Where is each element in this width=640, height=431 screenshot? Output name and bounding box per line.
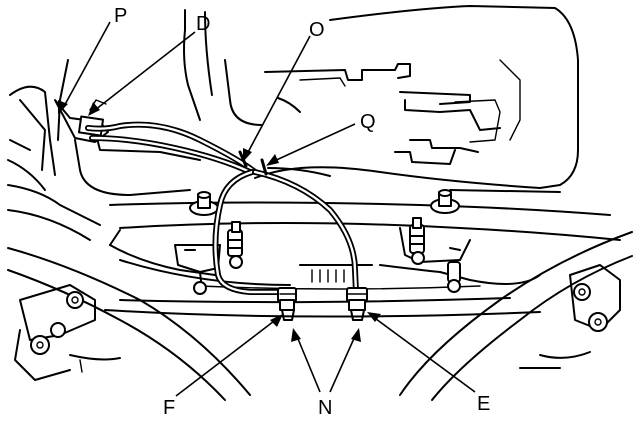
right-mount bbox=[399, 217, 471, 293]
connector-E bbox=[346, 287, 368, 321]
callout-label-Q: Q bbox=[360, 111, 376, 133]
connector-F bbox=[277, 287, 297, 321]
callout-leaders bbox=[58, 21, 476, 397]
callout-labels: P D O Q F N E bbox=[114, 5, 490, 419]
callout-label-E: E bbox=[477, 393, 490, 415]
left-mount bbox=[174, 221, 243, 295]
hose-assembly bbox=[85, 121, 359, 295]
callout-label-P: P bbox=[114, 5, 127, 27]
mount-bolts bbox=[189, 189, 460, 216]
left-lower-arm bbox=[7, 247, 251, 401]
callout-label-F: F bbox=[163, 397, 175, 419]
callout-label-O: O bbox=[309, 19, 325, 41]
callout-label-N: N bbox=[318, 397, 332, 419]
callout-label-D: D bbox=[196, 13, 210, 35]
